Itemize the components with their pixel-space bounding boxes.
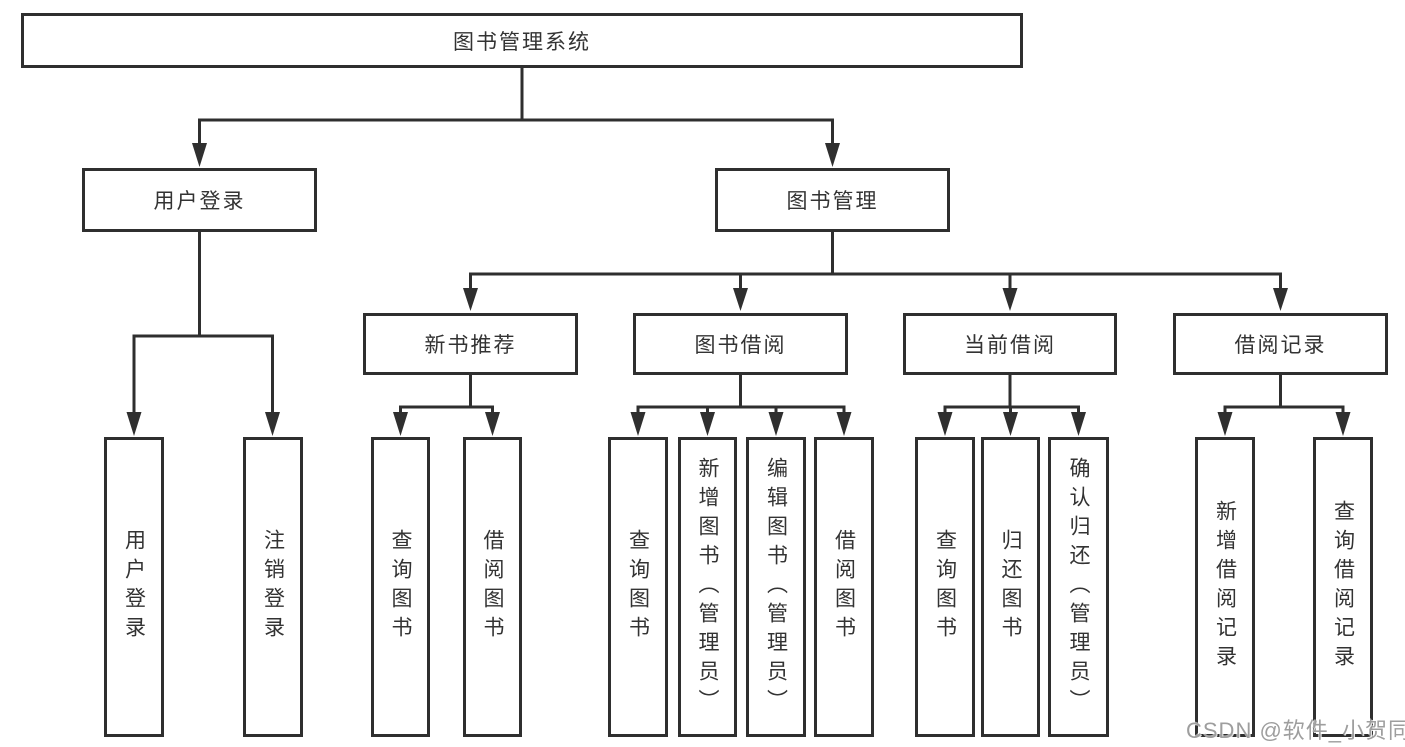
connector-arrow-l4-head <box>485 412 500 436</box>
leaf-label: 查询图书 <box>389 529 412 645</box>
connector-arrow-l4-head <box>393 412 408 436</box>
connector-arrow-current-borrow-head <box>1002 288 1018 311</box>
connector-arrow-l4-head <box>1071 412 1086 436</box>
leaf-query-books-current: 查询图书 <box>915 437 975 737</box>
leaf-query-books-recommend: 查询图书 <box>371 437 430 737</box>
leaf-label: 用户登录 <box>122 529 146 645</box>
node-current-borrowing: 当前借阅 <box>903 313 1117 375</box>
leaf-label: 注销登录 <box>261 529 285 645</box>
connector-arrow-leaf-logout-head <box>265 412 280 436</box>
leaf-user-login: 用户登录 <box>104 437 164 737</box>
node-user-login: 用户登录 <box>82 168 317 232</box>
leaf-label: 借阅图书 <box>481 529 504 645</box>
node-borrow-records: 借阅记录 <box>1173 313 1388 375</box>
leaf-label: 新增借阅记录 <box>1213 500 1237 674</box>
connector-arrow-l4-head <box>700 412 715 436</box>
leaf-confirm-return-admin: 确认归还（管理员） <box>1048 437 1109 737</box>
connector-arrow-l4-head <box>836 412 852 436</box>
connector-arrow-l4-head <box>1217 412 1233 436</box>
connector-arrow-l4-head <box>937 412 953 436</box>
leaf-borrow-books-recommend: 借阅图书 <box>463 437 522 737</box>
connector-arrow-l4-head <box>1003 412 1018 436</box>
node-book-borrowing: 图书借阅 <box>633 313 848 375</box>
leaf-label: 归还图书 <box>999 529 1022 645</box>
connector-arrow-book-borrow-head <box>733 288 748 311</box>
node-library-system: 图书管理系统 <box>21 13 1023 68</box>
leaf-label: 编辑图书（管理员） <box>764 456 788 718</box>
leaf-edit-books-admin: 编辑图书（管理员） <box>746 437 806 737</box>
connector-arrow-l4-head <box>630 412 646 436</box>
connector-arrow-new-book-head <box>463 288 478 311</box>
leaf-label: 借阅图书 <box>832 529 856 645</box>
leaf-add-borrow-record: 新增借阅记录 <box>1195 437 1255 737</box>
csdn-watermark: CSDN @软件_小贺同学 <box>1186 718 1405 743</box>
connector-arrow-l4-head <box>768 412 784 436</box>
leaf-query-borrow-record: 查询借阅记录 <box>1313 437 1373 737</box>
leaf-logout: 注销登录 <box>243 437 303 737</box>
leaf-label: 查询图书 <box>933 529 957 645</box>
leaf-label: 查询图书 <box>626 529 650 645</box>
connector-arrow-leaf-login-head <box>126 412 142 436</box>
node-book-management: 图书管理 <box>715 168 950 232</box>
leaf-label: 确认归还（管理员） <box>1067 456 1090 718</box>
leaf-return-books: 归还图书 <box>981 437 1040 737</box>
connector-arrow-book-mgmt-head <box>825 143 840 167</box>
leaf-add-books-admin: 新增图书（管理员） <box>678 437 737 737</box>
node-new-book-recommend: 新书推荐 <box>363 313 578 375</box>
connector-arrow-borrow-records-head <box>1273 288 1288 311</box>
leaf-label: 新增图书（管理员） <box>696 456 719 718</box>
leaf-label: 查询借阅记录 <box>1331 500 1355 674</box>
leaf-borrow-books-borrowing: 借阅图书 <box>814 437 874 737</box>
connector-arrow-user-login-head <box>192 143 207 167</box>
leaf-query-books-borrowing: 查询图书 <box>608 437 668 737</box>
connector-arrow-l4-head <box>1335 412 1351 436</box>
